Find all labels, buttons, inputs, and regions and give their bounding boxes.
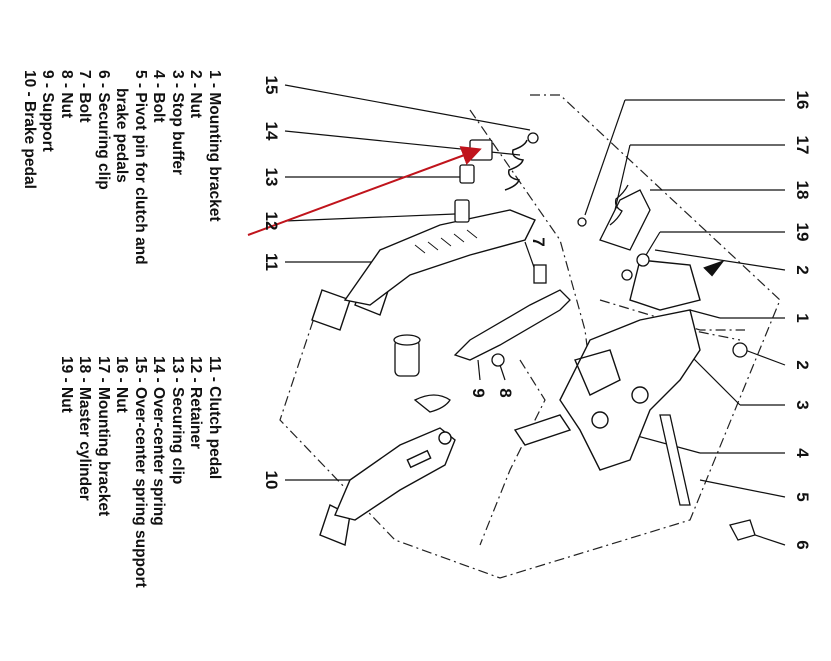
callout-14: 14 — [262, 121, 281, 141]
callout-8: 8 — [496, 388, 515, 398]
callout-1: 1 — [793, 313, 812, 323]
support-part — [453, 264, 571, 367]
legend-item: 4 - Bolt — [150, 70, 168, 123]
securing-clip-part — [729, 519, 756, 541]
legend-item: 9 - Support — [39, 70, 57, 152]
legend-item: 15 - Over-center spring support — [132, 356, 149, 588]
callout-10: 10 — [262, 470, 281, 490]
legend-item: 12 - Retainer — [187, 356, 205, 450]
brake-pedal-part — [319, 427, 456, 546]
direction-arrow — [703, 259, 725, 277]
legend-item: 11 - Clutch pedal — [206, 356, 223, 480]
legend-item: 13 - Securing clip — [169, 356, 186, 485]
callout-12: 12 — [262, 211, 281, 231]
mounting-bracket-part — [513, 259, 701, 471]
legend-item: 7 - Bolt — [76, 70, 94, 123]
legend-item: 5 - Pivot pin for clutch and — [132, 70, 149, 265]
callout-3: 3 — [793, 400, 812, 410]
legend-item: 3 - Stop buffer — [169, 70, 186, 176]
callout-13: 13 — [262, 167, 281, 187]
callout-2-upper: 2 — [793, 265, 812, 275]
legend-item: 14 - Over-center spring — [150, 356, 168, 526]
callout-17: 17 — [793, 135, 812, 155]
legend-left: 1 - Mounting bracket 2 - Nut 3 - Stop bu… — [20, 70, 223, 265]
callout-19: 19 — [793, 222, 812, 242]
nut-part — [732, 342, 748, 358]
callout-5: 5 — [793, 492, 812, 502]
callout-18: 18 — [793, 180, 812, 200]
highlight-arrow — [247, 146, 482, 236]
callout-7: 7 — [529, 237, 548, 247]
callout-2-lower: 2 — [793, 360, 812, 370]
callout-6: 6 — [793, 540, 812, 550]
legend-item: 18 - Master cylinder — [76, 356, 94, 501]
legend-item: 6 - Securing clip — [95, 70, 112, 190]
legend-right: 11 - Clutch pedal 12 - Retainer 13 - Sec… — [57, 356, 223, 588]
legend-item: 17 - Mounting bracket — [95, 356, 112, 517]
over-center-spring — [504, 139, 528, 191]
legend-item: 2 - Nut — [187, 70, 205, 119]
legend-item: 1 - Mounting bracket — [206, 70, 223, 222]
callout-16: 16 — [793, 90, 812, 110]
callout-11: 11 — [262, 253, 281, 271]
legend-item: brake pedals — [113, 88, 131, 183]
legend-item: 19 - Nut — [58, 356, 75, 413]
callout-15: 15 — [262, 75, 281, 95]
legend-item: 16 - Nut — [113, 356, 131, 413]
clutch-pedal-part — [311, 209, 536, 331]
pivot-pin — [659, 414, 691, 506]
pivot-bushing — [393, 334, 451, 413]
legend-item: 8 - Nut — [58, 70, 75, 119]
legend-item: 10 - Brake pedal — [21, 70, 38, 189]
callout-9: 9 — [469, 388, 488, 398]
callout-4: 4 — [793, 448, 812, 458]
master-cylinder-part — [577, 184, 651, 281]
